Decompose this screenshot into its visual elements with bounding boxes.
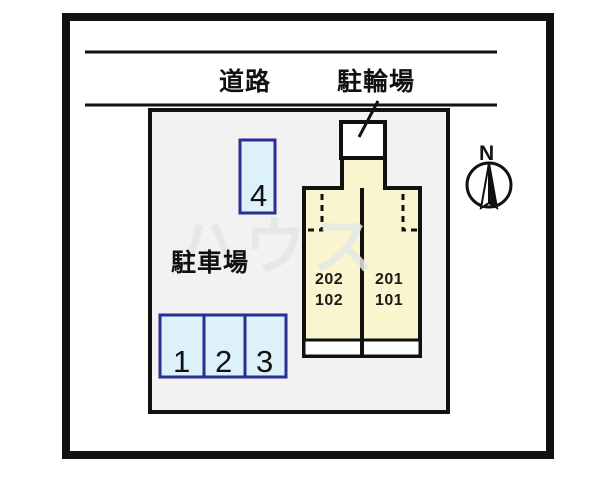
parking-stall-2-number: 2 bbox=[215, 344, 233, 379]
unit-left-dashed-partition bbox=[304, 194, 324, 232]
parking-stall-2-shape[interactable] bbox=[202, 313, 247, 379]
parking-stall-3-number: 3 bbox=[256, 344, 274, 379]
bicycle-parking-label: 駐輪場 bbox=[337, 67, 416, 96]
unit-left-lower-number: 102 bbox=[315, 292, 344, 309]
parking-stall-4-number: 4 bbox=[250, 178, 268, 213]
unit-left-upper-number: 202 bbox=[315, 271, 344, 288]
parking-stall-1-number: 1 bbox=[173, 344, 191, 379]
unit-right-upper-number: 201 bbox=[375, 271, 404, 288]
unit-right-dashed-partition bbox=[401, 194, 420, 232]
compass-north-icon bbox=[465, 161, 513, 211]
unit-right-lower-number: 101 bbox=[375, 292, 404, 309]
parking-stall-1-shape[interactable] bbox=[158, 313, 206, 379]
compass-north-label: N bbox=[479, 142, 495, 165]
road-label: 道路 bbox=[219, 67, 272, 96]
parking-stall-4-shape[interactable] bbox=[238, 138, 277, 215]
car-parking-label: 駐車場 bbox=[171, 248, 250, 277]
outer-frame bbox=[62, 13, 554, 459]
parking-stall-3-shape[interactable] bbox=[243, 313, 288, 379]
leader-line-icon bbox=[357, 100, 380, 138]
